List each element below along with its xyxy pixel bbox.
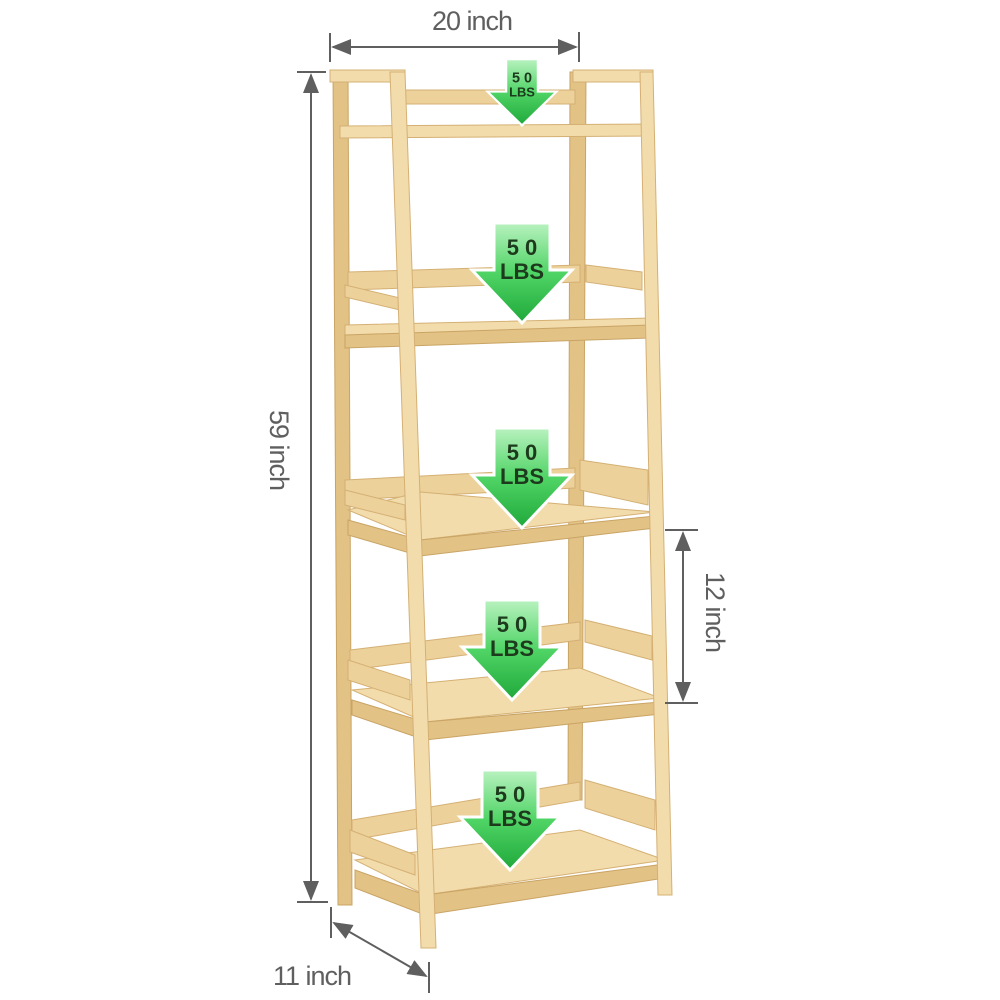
load-arrow: 5 0 LBS xyxy=(456,768,564,873)
load-arrow: 5 0 LBS xyxy=(468,221,576,326)
load-weight: 5 0 xyxy=(497,612,528,637)
load-weight: 5 0 xyxy=(507,440,538,465)
load-unit: LBS xyxy=(490,636,534,661)
load-unit: LBS xyxy=(488,806,532,831)
width-label: 20 inch xyxy=(432,6,512,36)
load-unit: LBS xyxy=(509,85,535,100)
shelf-spacing-label: 12 inch xyxy=(700,572,730,652)
width-dimension: 20 inch xyxy=(329,6,580,62)
load-arrow: 5 0 LBS xyxy=(484,58,560,127)
shelf-spacing-dimension: 12 inch xyxy=(665,529,730,704)
height-dimension: 59 inch xyxy=(264,71,328,903)
load-arrow: 5 0 LBS xyxy=(468,426,576,531)
shelf-1 xyxy=(339,123,649,139)
load-unit: LBS xyxy=(500,464,544,489)
load-arrow: 5 0 LBS xyxy=(458,598,566,703)
depth-dimension: 11 inch xyxy=(273,907,430,993)
depth-label: 11 inch xyxy=(273,961,351,991)
load-weight: 5 0 xyxy=(495,782,526,807)
load-weight: 5 0 xyxy=(507,235,538,260)
load-weight: 5 0 xyxy=(512,70,532,86)
load-unit: LBS xyxy=(500,259,544,284)
front-right-leg xyxy=(639,71,673,896)
height-label: 59 inch xyxy=(264,410,294,490)
front-left-leg xyxy=(389,71,437,949)
